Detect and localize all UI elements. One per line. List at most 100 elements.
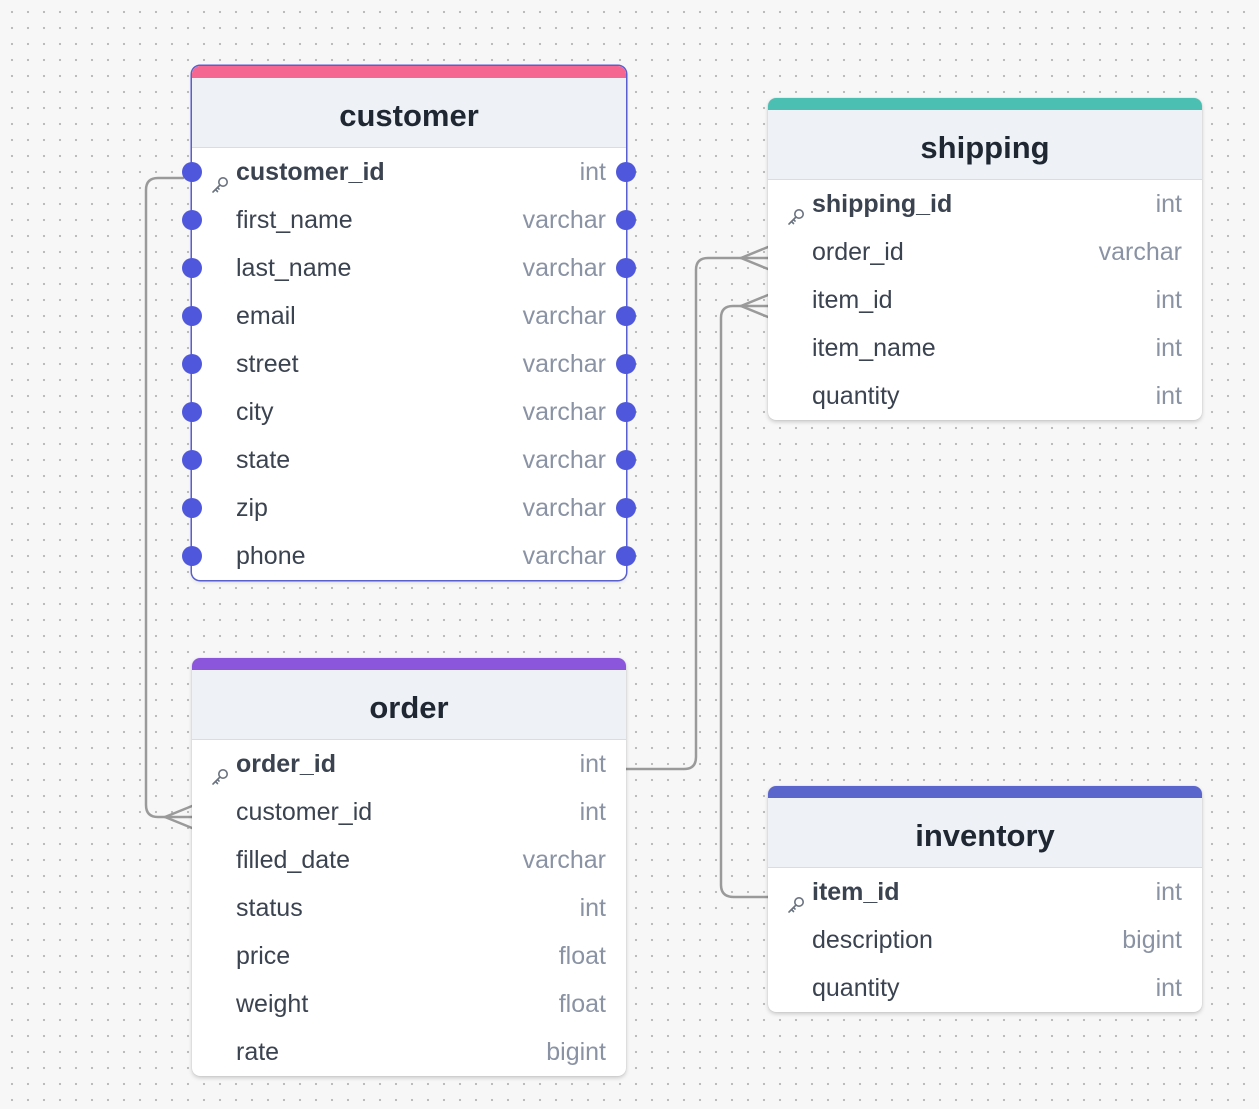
column-row-price[interactable]: price float: [192, 932, 626, 980]
table-color-stripe: [192, 658, 626, 670]
primary-key-icon: [786, 195, 806, 225]
column-type: varchar: [1098, 238, 1182, 266]
connection-handle-left[interactable]: [182, 546, 202, 566]
column-name: item_id: [812, 286, 893, 314]
column-row-email[interactable]: email varchar: [182, 292, 636, 340]
column-row-quantity[interactable]: quantity int: [768, 964, 1202, 1012]
connection-handle-right[interactable]: [616, 354, 636, 374]
column-type: int: [1155, 974, 1182, 1002]
column-type: int: [579, 894, 606, 922]
column-row-city[interactable]: city varchar: [182, 388, 636, 436]
connection-handle-right[interactable]: [616, 210, 636, 230]
column-name: order_id: [812, 238, 904, 266]
connection-handle-left[interactable]: [182, 402, 202, 422]
column-name: quantity: [812, 974, 900, 1002]
column-name: city: [236, 398, 274, 426]
column-row-order-id[interactable]: order_id varchar: [768, 228, 1202, 276]
column-type: varchar: [522, 542, 606, 570]
connection-handle-left[interactable]: [182, 306, 202, 326]
connection-handle-right[interactable]: [616, 258, 636, 278]
column-name: customer_id: [236, 158, 385, 186]
column-name: first_name: [236, 206, 353, 234]
crowfoot-shipping-item_id: [739, 293, 770, 319]
column-type: float: [558, 942, 606, 970]
column-type: varchar: [522, 446, 606, 474]
column-type: int: [1155, 878, 1182, 906]
column-row-quantity[interactable]: quantity int: [768, 372, 1202, 420]
column-row-street[interactable]: street varchar: [182, 340, 636, 388]
connection-handle-left[interactable]: [182, 498, 202, 518]
column-row-item-name[interactable]: item_name int: [768, 324, 1202, 372]
primary-key-icon: [786, 883, 806, 913]
column-name: rate: [236, 1038, 280, 1066]
column-row-customer-id[interactable]: customer_id int: [182, 148, 636, 196]
column-type: int: [1155, 334, 1182, 362]
crowfoot-order-customer_id: [163, 804, 194, 830]
column-type: bigint: [546, 1038, 606, 1066]
column-name: customer_id: [236, 798, 373, 826]
table-header[interactable]: order: [192, 658, 626, 740]
column-name: zip: [236, 494, 268, 522]
column-type: varchar: [522, 302, 606, 330]
column-row-rate[interactable]: rate bigint: [192, 1028, 626, 1076]
connection-handle-left[interactable]: [182, 354, 202, 374]
column-name: weight: [236, 990, 309, 1018]
edge-inventory-shipping: [719, 304, 770, 899]
connection-handle-left[interactable]: [182, 210, 202, 230]
column-name: last_name: [236, 254, 352, 282]
column-row-status[interactable]: status int: [192, 884, 626, 932]
column-name: email: [236, 302, 296, 330]
column-type: float: [558, 990, 606, 1018]
table-header[interactable]: customer: [192, 66, 626, 148]
column-row-weight[interactable]: weight float: [192, 980, 626, 1028]
connection-handle-right[interactable]: [616, 498, 636, 518]
column-type: varchar: [522, 846, 606, 874]
table-color-stripe: [768, 786, 1202, 798]
column-type: int: [1155, 190, 1182, 218]
column-type: int: [579, 158, 606, 186]
connection-handle-right[interactable]: [616, 450, 636, 470]
column-name: item_id: [812, 878, 900, 906]
connection-handle-left[interactable]: [182, 258, 202, 278]
column-type: int: [1155, 382, 1182, 410]
connection-handle-right[interactable]: [616, 306, 636, 326]
connection-handle-left[interactable]: [182, 450, 202, 470]
column-name: street: [236, 350, 299, 378]
column-type: varchar: [522, 350, 606, 378]
column-type: varchar: [522, 398, 606, 426]
connection-handle-left[interactable]: [182, 162, 202, 182]
table-title: inventory: [915, 818, 1055, 853]
connection-handle-right[interactable]: [616, 162, 636, 182]
column-row-item-id[interactable]: item_id int: [768, 868, 1202, 916]
table-title: shipping: [920, 130, 1050, 165]
connection-handle-right[interactable]: [616, 402, 636, 422]
table-header[interactable]: shipping: [768, 98, 1202, 180]
column-name: item_name: [812, 334, 936, 362]
crowfoot-shipping-order_id: [739, 245, 770, 271]
column-name: status: [236, 894, 303, 922]
column-type: int: [579, 750, 606, 778]
column-name: quantity: [812, 382, 900, 410]
column-name: price: [236, 942, 291, 970]
connection-handle-right[interactable]: [616, 546, 636, 566]
table-header[interactable]: inventory: [768, 786, 1202, 868]
